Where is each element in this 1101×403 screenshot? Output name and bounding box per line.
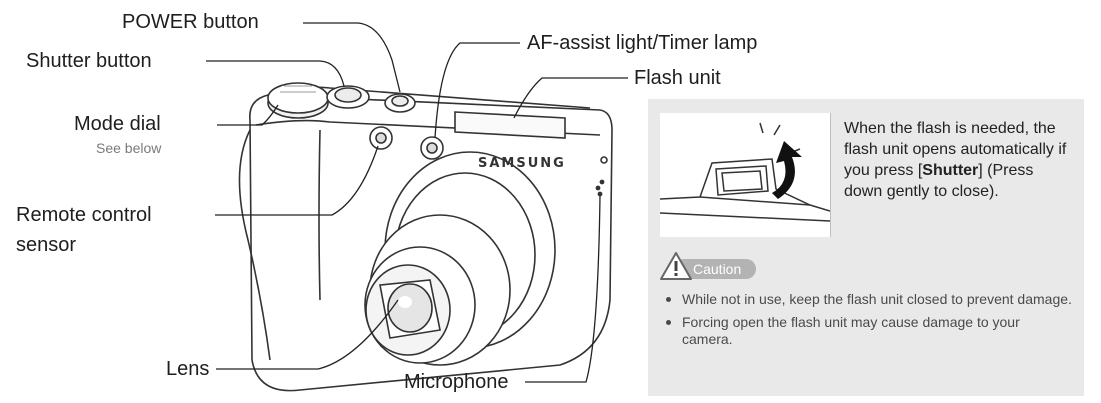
- caution-list: While not in use, keep the flash unit cl…: [662, 291, 1072, 354]
- flash-info-panel: When the flash is needed, the flash unit…: [648, 99, 1084, 396]
- list-item: While not in use, keep the flash unit cl…: [662, 291, 1072, 308]
- caution-pill: [674, 259, 756, 279]
- power-button-label: POWER button: [122, 11, 259, 33]
- flash-unit-label: Flash unit: [634, 67, 721, 89]
- af-assist-label: AF-assist light/Timer lamp: [527, 32, 758, 54]
- caution-label: Caution: [693, 261, 742, 277]
- remote-sensor-label-line2: sensor: [16, 234, 77, 256]
- camera-illustration: [238, 82, 613, 392]
- mode-dial-note: See below: [96, 140, 162, 156]
- list-item: Forcing open the flash unit may cause da…: [662, 314, 1072, 348]
- flash-illustration: [659, 113, 831, 237]
- flash-description: When the flash is needed, the flash unit…: [844, 120, 1067, 200]
- flash-popup-icon: [659, 122, 831, 222]
- camera-brand-logo: SAMSUNG: [478, 156, 566, 171]
- leader-lines: [206, 22, 628, 383]
- shutter-button-label: Shutter button: [26, 50, 152, 72]
- shutter-bold-text: Shutter: [922, 162, 979, 179]
- lens-label: Lens: [166, 358, 210, 380]
- warning-icon: [660, 252, 692, 280]
- mode-dial-label: Mode dial: [74, 113, 161, 135]
- microphone-label: Microphone: [404, 371, 509, 393]
- remote-sensor-label-line1: Remote control: [16, 204, 152, 226]
